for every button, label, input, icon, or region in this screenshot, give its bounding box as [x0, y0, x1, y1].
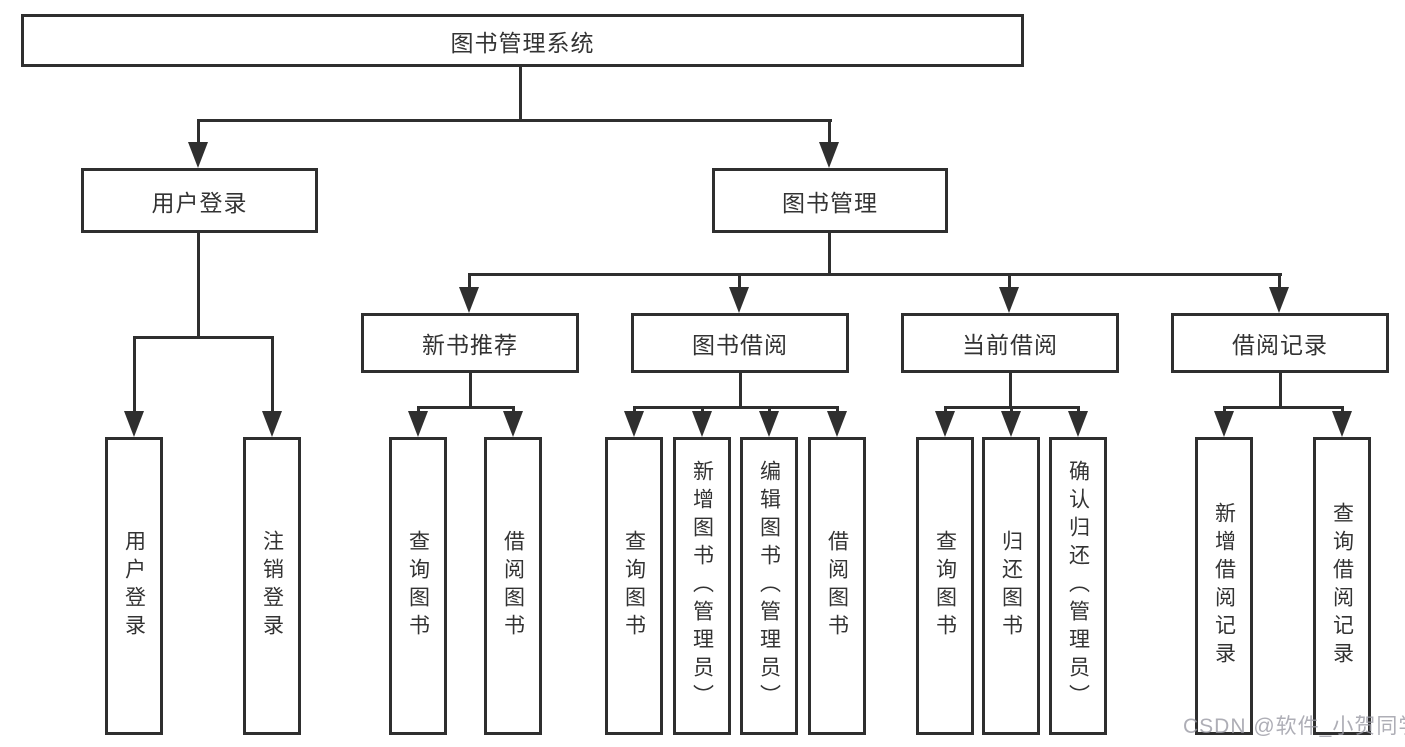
- connector-user-drop: [197, 119, 200, 145]
- arrow-down-icon: [999, 287, 1019, 313]
- node-borrow-books-recommend: 借阅图书: [484, 437, 542, 735]
- node-borrow-books-recommend-label: 借阅图书: [501, 530, 525, 642]
- arrow-down-icon: [692, 411, 712, 437]
- arrow-down-icon: [188, 142, 208, 168]
- node-return-books: 归还图书: [982, 437, 1040, 735]
- connector-l3-stem: [739, 370, 742, 409]
- node-borrow-books-borrowing-label: 借阅图书: [825, 530, 849, 642]
- node-logout-label: 注销登录: [260, 530, 284, 642]
- arrow-down-icon: [729, 287, 749, 313]
- arrow-down-icon: [1068, 411, 1088, 437]
- node-query-books-current: 查询图书: [916, 437, 974, 735]
- node-query-borrow-record-label: 查询借阅记录: [1330, 502, 1354, 670]
- node-add-borrow-record: 新增借阅记录: [1195, 437, 1253, 735]
- node-borrow-books-borrowing: 借阅图书: [808, 437, 866, 735]
- connector-l3-drop: [1008, 273, 1011, 291]
- connector-mgmt-drop: [828, 119, 831, 145]
- arrow-down-icon: [624, 411, 644, 437]
- node-query-books-current-label: 查询图书: [933, 530, 957, 642]
- connector-mgmt-bar: [468, 273, 1282, 276]
- node-logout: 注销登录: [243, 437, 301, 735]
- node-query-books-recommend: 查询图书: [389, 437, 447, 735]
- connector-leaf-drop: [271, 336, 274, 414]
- node-book-borrowing-label: 图书借阅: [692, 332, 788, 358]
- node-book-borrowing: 图书借阅: [631, 313, 849, 373]
- node-query-books-borrowing-label: 查询图书: [622, 530, 646, 642]
- connector-l3-stem: [469, 370, 472, 409]
- connector-root-bar: [197, 119, 832, 122]
- arrow-down-icon: [1269, 287, 1289, 313]
- connector-root-stem: [519, 66, 522, 122]
- node-book-management: 图书管理: [712, 168, 948, 233]
- connector-user-stem: [197, 232, 200, 339]
- node-query-borrow-record: 查询借阅记录: [1313, 437, 1371, 735]
- connector-l3-stem: [1279, 370, 1282, 409]
- connector-l3-stem: [1009, 370, 1012, 409]
- arrow-down-icon: [759, 411, 779, 437]
- node-add-borrow-record-label: 新增借阅记录: [1212, 502, 1236, 670]
- connector-l3-drop: [468, 273, 471, 291]
- node-root-label: 图书管理系统: [450, 29, 595, 56]
- connector-user-bar: [133, 336, 274, 339]
- node-current-borrowing-label: 当前借阅: [962, 332, 1058, 358]
- connector-l3-drop: [1278, 273, 1281, 291]
- node-query-books-borrowing: 查询图书: [605, 437, 663, 735]
- node-edit-book-admin: 编辑图书（管理员）: [740, 437, 798, 735]
- arrow-down-icon: [503, 411, 523, 437]
- node-user-login-leaf: 用户登录: [105, 437, 163, 735]
- node-borrowing-records: 借阅记录: [1171, 313, 1389, 373]
- connector-leaf-drop: [133, 336, 136, 414]
- connector-leaf-bar: [417, 406, 515, 409]
- arrow-down-icon: [935, 411, 955, 437]
- node-user-login: 用户登录: [81, 168, 318, 233]
- arrow-down-icon: [819, 142, 839, 168]
- node-add-book-admin-label: 新增图书（管理员）: [690, 460, 714, 712]
- arrow-down-icon: [1214, 411, 1234, 437]
- connector-leaf-bar: [633, 406, 839, 409]
- connector-mgmt-stem: [828, 232, 831, 276]
- node-root: 图书管理系统: [21, 14, 1024, 67]
- node-edit-book-admin-label: 编辑图书（管理员）: [757, 460, 781, 712]
- arrow-down-icon: [459, 287, 479, 313]
- arrow-down-icon: [827, 411, 847, 437]
- arrow-down-icon: [1332, 411, 1352, 437]
- connector-l3-drop: [738, 273, 741, 291]
- node-confirm-return-admin: 确认归还（管理员）: [1049, 437, 1107, 735]
- node-confirm-return-admin-label: 确认归还（管理员）: [1066, 460, 1090, 712]
- connector-leaf-bar: [1223, 406, 1344, 409]
- arrow-down-icon: [1001, 411, 1021, 437]
- arrow-down-icon: [408, 411, 428, 437]
- node-user-login-label: 用户登录: [151, 189, 248, 216]
- node-new-book-recommendation: 新书推荐: [361, 313, 579, 373]
- node-add-book-admin: 新增图书（管理员）: [673, 437, 731, 735]
- arrow-down-icon: [262, 411, 282, 437]
- node-borrowing-records-label: 借阅记录: [1232, 332, 1328, 358]
- arrow-down-icon: [124, 411, 144, 437]
- node-book-management-label: 图书管理: [782, 189, 878, 216]
- watermark: CSDN @软件_小贺同学: [1183, 715, 1405, 738]
- node-user-login-leaf-label: 用户登录: [122, 530, 146, 642]
- node-query-books-recommend-label: 查询图书: [406, 530, 430, 642]
- node-current-borrowing: 当前借阅: [901, 313, 1119, 373]
- node-return-books-label: 归还图书: [999, 530, 1023, 642]
- node-new-book-recommendation-label: 新书推荐: [422, 332, 518, 358]
